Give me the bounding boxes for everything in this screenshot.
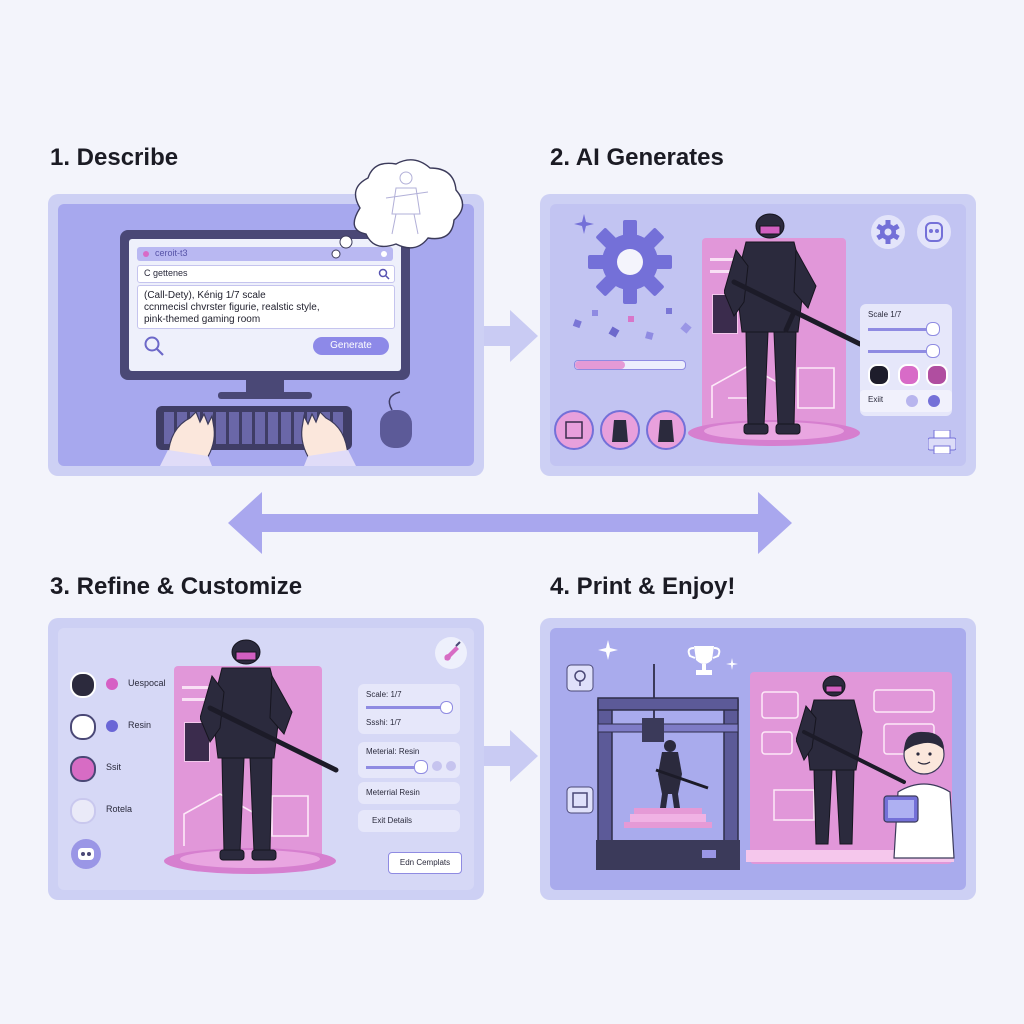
prompt-line: (Call-Dety), Kénig 1/7 scale [144, 290, 266, 301]
option-item[interactable]: Uespocal [70, 672, 166, 698]
search-placeholder: C gettenes [144, 268, 188, 278]
printer-icon[interactable] [928, 430, 956, 454]
option-item[interactable]: Resin [70, 714, 160, 740]
monitor-screen: ceroit-t3 C gettenes (Call-Dety), Kénig … [129, 239, 401, 371]
material-card: Meterial: Resin [358, 742, 460, 778]
prompt-textarea[interactable]: (Call-Dety), Kénig 1/7 scale ccnmecisl c… [137, 285, 395, 329]
scale-card: Scale: 1/7 Ssshi: 1/7 [358, 684, 460, 734]
material-slider[interactable] [366, 766, 416, 769]
color-swatch[interactable] [898, 364, 920, 386]
edit-label: Exiit [868, 395, 884, 404]
generation-progress-bar [574, 360, 686, 370]
search-icon[interactable] [378, 268, 390, 280]
describe-panel: ceroit-t3 C gettenes (Call-Dety), Kénig … [48, 159, 484, 476]
material-slider-handle[interactable] [414, 760, 428, 774]
sparkle-icon [726, 658, 738, 670]
step-2-title: 2. AI Generates [550, 144, 724, 171]
character-icon[interactable] [916, 214, 952, 250]
3d-printer[interactable] [596, 664, 746, 878]
soldier-figure [796, 675, 906, 845]
swatch [70, 714, 96, 740]
scale-slider-handle[interactable] [440, 701, 453, 714]
figure-base [164, 848, 336, 874]
edit-dot [906, 395, 918, 407]
monitor-base [218, 392, 312, 399]
scale-slider-handle[interactable] [926, 322, 940, 336]
tab-close-dot[interactable] [381, 251, 387, 257]
generate-button[interactable]: Generate [313, 337, 389, 355]
mouse-icon[interactable] [378, 390, 418, 452]
app-tab-bar: ceroit-t3 [137, 247, 393, 261]
detail-slider[interactable] [868, 350, 938, 353]
robot-icon[interactable] [70, 838, 102, 870]
prompt-line: pink-themed gaming room [144, 314, 261, 325]
soldier-figure [724, 213, 863, 435]
scale-label: Scale: 1/7 [366, 690, 402, 699]
scale-slider[interactable] [868, 328, 938, 331]
double-arrow-icon [228, 492, 792, 554]
edit-details-button[interactable]: Exit Details [358, 810, 460, 832]
option-item[interactable]: Rotela [70, 798, 160, 824]
monitor-stand [246, 380, 284, 394]
material2-label: Meterrial Resin [366, 788, 420, 797]
generate-panel: Scale 1/7 Exiit [540, 194, 976, 476]
option-label: Uespocal [128, 678, 166, 688]
step-1-title: 1. Describe [50, 144, 179, 171]
settings-cog-icon[interactable] [870, 214, 906, 250]
monitor: ceroit-t3 C gettenes (Call-Dety), Kénig … [120, 230, 410, 380]
light-bulb-icon[interactable] [566, 664, 594, 692]
option-list: Uespocal Resin Ssit Rotela [70, 672, 166, 872]
option-dot [106, 720, 118, 732]
option-item[interactable]: Ssit [70, 756, 160, 782]
swatch [70, 672, 96, 698]
scale-label: Scale 1/7 [868, 310, 902, 319]
step-3-title: 3. Refine & Customize [50, 573, 303, 600]
sparkle-icon [598, 640, 618, 660]
arrow-right-icon [484, 310, 538, 362]
app-tab-label[interactable]: ceroit-t3 [155, 248, 188, 258]
hands-icon [160, 410, 356, 466]
scale2-label: Ssshi: 1/7 [366, 718, 402, 727]
refine-panel: Uespocal Resin Ssit Rotela [48, 618, 484, 900]
trophy-icon [687, 646, 721, 675]
swatch [70, 798, 96, 824]
search-icon[interactable] [143, 335, 165, 357]
color-swatch[interactable] [926, 364, 948, 386]
option-label: Ssit [106, 762, 122, 772]
option-label: Rotela [106, 804, 133, 814]
person-with-tablet [883, 731, 955, 859]
particles [572, 308, 708, 340]
progress-fill [575, 361, 625, 369]
thumbnail-row[interactable] [554, 408, 698, 452]
detail-slider-handle[interactable] [926, 344, 940, 358]
soldier-figure [200, 639, 339, 861]
scale-slider[interactable] [366, 706, 448, 709]
edit-details-label: Exit Details [372, 816, 413, 825]
step-4-title: 4. Print & Enjoy! [550, 573, 736, 600]
tab-dot [143, 251, 149, 257]
arrow-right-icon [484, 730, 538, 782]
thought-bubble [331, 159, 464, 259]
search-input[interactable]: C gettenes [137, 265, 395, 283]
edit-row[interactable]: Exiit [860, 390, 952, 412]
swatch [70, 756, 96, 782]
sparkle-icon [574, 214, 594, 234]
material2-row[interactable]: Meterrial Resin [358, 782, 460, 804]
settings-tile-icon[interactable] [566, 786, 594, 814]
prompt-line: ccnmecisl chvrster figurie, realstic sty… [144, 302, 320, 313]
brush-icon[interactable] [434, 636, 468, 670]
option-label: Resin [128, 720, 152, 730]
material-label: Meterial: Resin [366, 747, 420, 756]
color-swatch[interactable] [868, 364, 890, 386]
cog-icon [588, 220, 672, 304]
figure-base [688, 420, 860, 446]
edit-dot [928, 395, 940, 407]
generation-settings-card: Scale 1/7 Exiit [860, 304, 952, 416]
option-dot [106, 678, 118, 690]
edit-templates-button[interactable]: Edn Cemplats [388, 852, 462, 874]
print-panel [540, 618, 976, 900]
